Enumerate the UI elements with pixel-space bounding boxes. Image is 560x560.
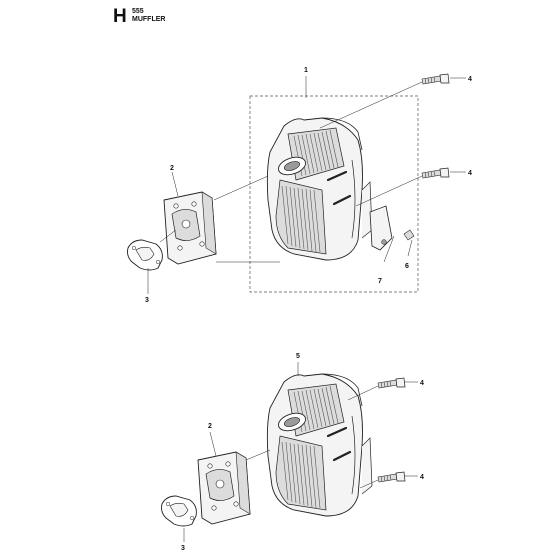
callout-4-top-lower: 4 — [468, 170, 472, 177]
callout-3-top: 3 — [145, 297, 149, 304]
assembly-kit-frame — [249, 95, 419, 293]
callout-2-top: 2 — [170, 165, 174, 172]
deflector-bracket — [369, 205, 393, 251]
callout-3-bottom: 3 — [181, 545, 185, 552]
screw-bottom-lower — [377, 471, 406, 483]
screw-bottom-upper — [377, 377, 406, 389]
muffler-gasket-top — [127, 239, 163, 271]
bracket-hole — [381, 239, 387, 245]
screw-top-upper — [421, 73, 450, 85]
callout-7: 7 — [378, 278, 382, 285]
muffler-inner-plate-top — [163, 191, 217, 265]
callout-5: 5 — [296, 353, 300, 360]
callout-4-top-upper: 4 — [468, 76, 472, 83]
small-screw — [403, 229, 415, 241]
callout-1: 1 — [304, 67, 308, 74]
section-letter: H — [113, 6, 127, 27]
model-number: 555 — [132, 8, 144, 15]
callout-4-bottom-lower: 4 — [420, 474, 424, 481]
muffler-gasket-bottom — [161, 495, 197, 527]
callout-4-bottom-upper: 4 — [420, 380, 424, 387]
screw-top-lower — [421, 167, 450, 179]
muffler-body-top — [266, 116, 374, 262]
callout-6: 6 — [405, 263, 409, 270]
muffler-body-bottom — [266, 372, 374, 518]
muffler-inner-plate-bottom — [197, 451, 251, 525]
section-title: MUFFLER — [132, 16, 166, 23]
callout-2-bottom: 2 — [208, 423, 212, 430]
